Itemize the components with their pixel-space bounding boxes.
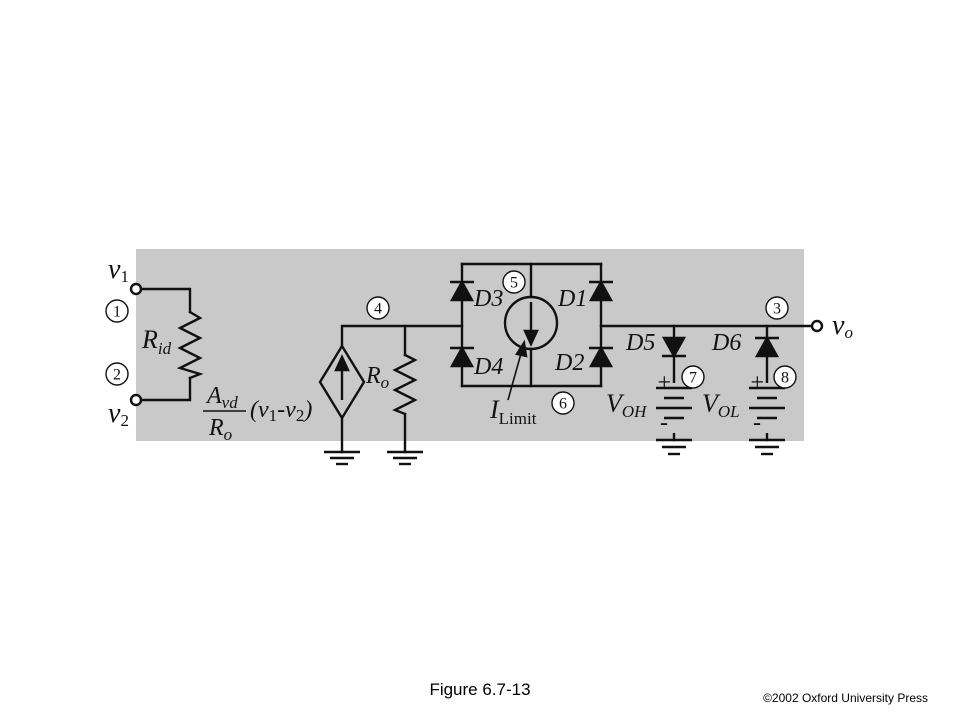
node-2-circle	[105, 362, 129, 386]
node-7-circle	[681, 365, 705, 389]
node-3-label: 3	[773, 301, 781, 318]
wire-v2	[139, 376, 192, 402]
node-4-label: 4	[374, 301, 382, 318]
node-6-circle	[551, 391, 575, 415]
diode-d4	[449, 345, 475, 368]
label-rid: Rid	[141, 325, 172, 358]
node-7-label: 7	[689, 370, 697, 387]
ground-symbol-vol	[749, 438, 785, 456]
wire-node4	[340, 324, 464, 348]
node-1-circle	[105, 299, 129, 323]
label-v1: v1	[108, 254, 129, 286]
ground-symbol-ro	[387, 450, 423, 466]
diode-d1	[588, 279, 614, 302]
diode-d2	[588, 345, 614, 368]
label-d1: D1	[557, 286, 587, 312]
label-vo: vo	[832, 310, 853, 342]
label-d6: D6	[711, 330, 741, 356]
node-5-label: 5	[510, 275, 518, 292]
battery-vol-minus: -	[753, 410, 761, 436]
expr-numerator: Avd	[205, 383, 238, 412]
expr-argument: (v1-v2)	[250, 397, 312, 425]
label-v2: v2	[108, 398, 129, 430]
battery-voh-minus: -	[660, 410, 668, 436]
battery-vol-plus: +	[749, 370, 765, 396]
ilimit-pointer-head	[515, 339, 528, 358]
source-arrowhead	[334, 354, 350, 372]
node-8-circle	[773, 365, 797, 389]
diode-d6	[754, 335, 780, 358]
terminal-vo	[810, 319, 824, 333]
label-voh: VOH	[606, 389, 648, 421]
copyright-notice: ©2002 Oxford University Press	[763, 691, 928, 705]
ilimit-pointer	[507, 349, 523, 401]
battery-voh-plus: +	[656, 370, 672, 396]
resistor-rid	[176, 310, 204, 380]
node-2-label: 2	[113, 367, 121, 384]
expr-denominator: Ro	[208, 415, 232, 444]
diode-d3	[449, 279, 475, 302]
ground-symbol-source	[324, 450, 360, 466]
label-ilimit: ILimit	[489, 395, 537, 428]
label-d2: D2	[554, 350, 584, 376]
current-source-ilimit	[503, 295, 559, 351]
node-6-label: 6	[559, 396, 567, 413]
node-5-circle	[502, 270, 526, 294]
ilimit-arrowhead	[523, 329, 539, 347]
figure-caption: Figure 6.7-13	[429, 680, 531, 699]
label-vol: VOL	[702, 389, 740, 421]
node-4-circle	[366, 296, 390, 320]
resistor-ro	[392, 353, 418, 416]
label-d4: D4	[473, 354, 503, 380]
label-d5: D5	[625, 330, 655, 356]
terminal-v2	[129, 393, 143, 407]
diode-d5	[661, 336, 687, 359]
node-1-label: 1	[113, 304, 121, 321]
terminal-v1	[129, 282, 143, 296]
ground-symbol-voh	[656, 438, 692, 456]
label-d3: D3	[473, 286, 503, 312]
node-8-label: 8	[781, 370, 789, 387]
wire-v1	[139, 287, 192, 314]
label-ro: Ro	[365, 363, 389, 392]
node-3-circle	[765, 296, 789, 320]
